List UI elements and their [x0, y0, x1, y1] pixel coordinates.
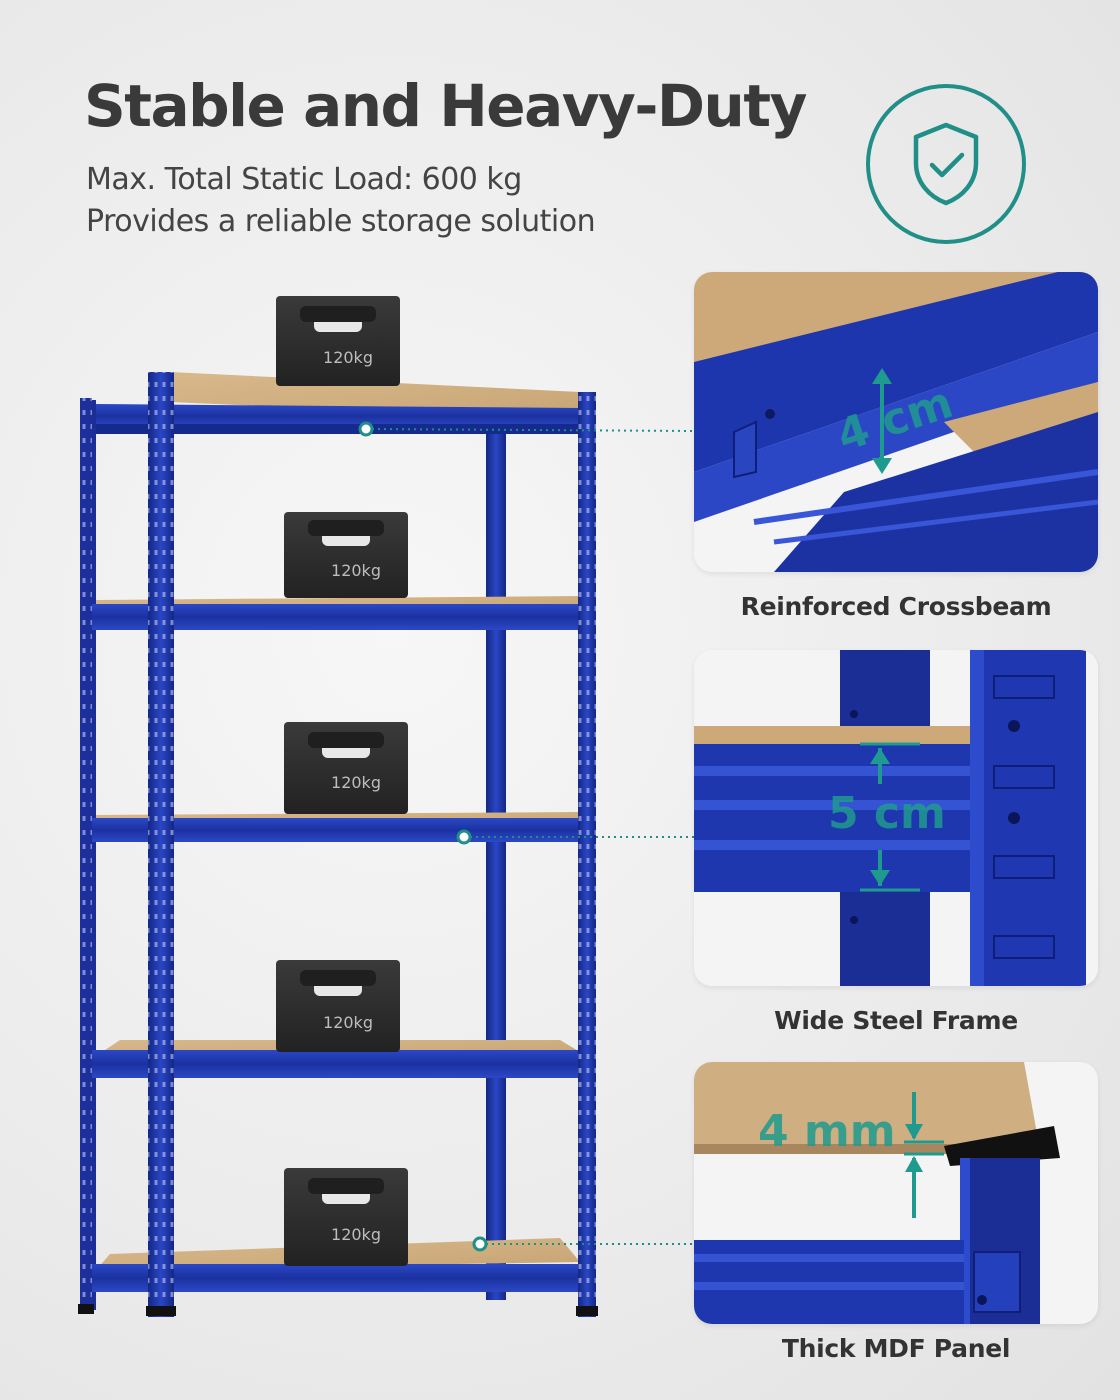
- weight-3: [284, 722, 408, 814]
- weight-label-1: 120kg: [323, 348, 373, 367]
- callout-dot-1: [358, 421, 374, 437]
- steel-frame-closeup: [694, 650, 1098, 986]
- weight-label-3: 120kg: [331, 773, 381, 792]
- mdf-closeup: [694, 1062, 1098, 1324]
- weight-label-5: 120kg: [331, 1225, 381, 1244]
- detail-panel-steel-frame: 5 cm: [694, 650, 1098, 986]
- caption-steel-frame: Wide Steel Frame: [774, 1006, 1018, 1035]
- weight-1: [276, 296, 400, 386]
- weight-label-2: 120kg: [331, 561, 381, 580]
- tagline: Provides a reliable storage solution: [86, 204, 596, 239]
- mdf-measure: 4 mm: [758, 1106, 896, 1157]
- detail-panel-crossbeam: 4 cm: [694, 272, 1098, 572]
- shelf-levels: [88, 372, 580, 1292]
- back-post-right: [486, 400, 506, 1300]
- shelf-top-beam: [96, 404, 580, 428]
- shield-check-badge: [866, 84, 1026, 244]
- front-posts: [78, 372, 598, 1317]
- detail-panel-mdf: 4 mm: [694, 1062, 1098, 1324]
- weight-label-4: 120kg: [323, 1013, 373, 1032]
- weight-5: [284, 1168, 408, 1266]
- steel-frame-measure: 5 cm: [828, 788, 946, 839]
- caption-crossbeam: Reinforced Crossbeam: [740, 592, 1052, 621]
- callout-leaders: [358, 421, 695, 1252]
- weights: 120kg 120kg 120kg 120kg 120kg: [276, 296, 408, 1266]
- crossbeam-closeup: [694, 272, 1098, 572]
- shelving-rack-illustration: 120kg 120kg 120kg 120kg 120kg: [78, 296, 695, 1317]
- load-spec: Max. Total Static Load: 600 kg: [86, 162, 522, 197]
- page-title: Stable and Heavy-Duty: [84, 72, 807, 140]
- callout-dot-3: [472, 1236, 488, 1252]
- caption-mdf: Thick MDF Panel: [781, 1334, 1011, 1363]
- callout-dot-2: [456, 829, 472, 845]
- weight-4: [276, 960, 400, 1052]
- shield-check-icon: [913, 122, 979, 206]
- weight-2: [284, 512, 408, 598]
